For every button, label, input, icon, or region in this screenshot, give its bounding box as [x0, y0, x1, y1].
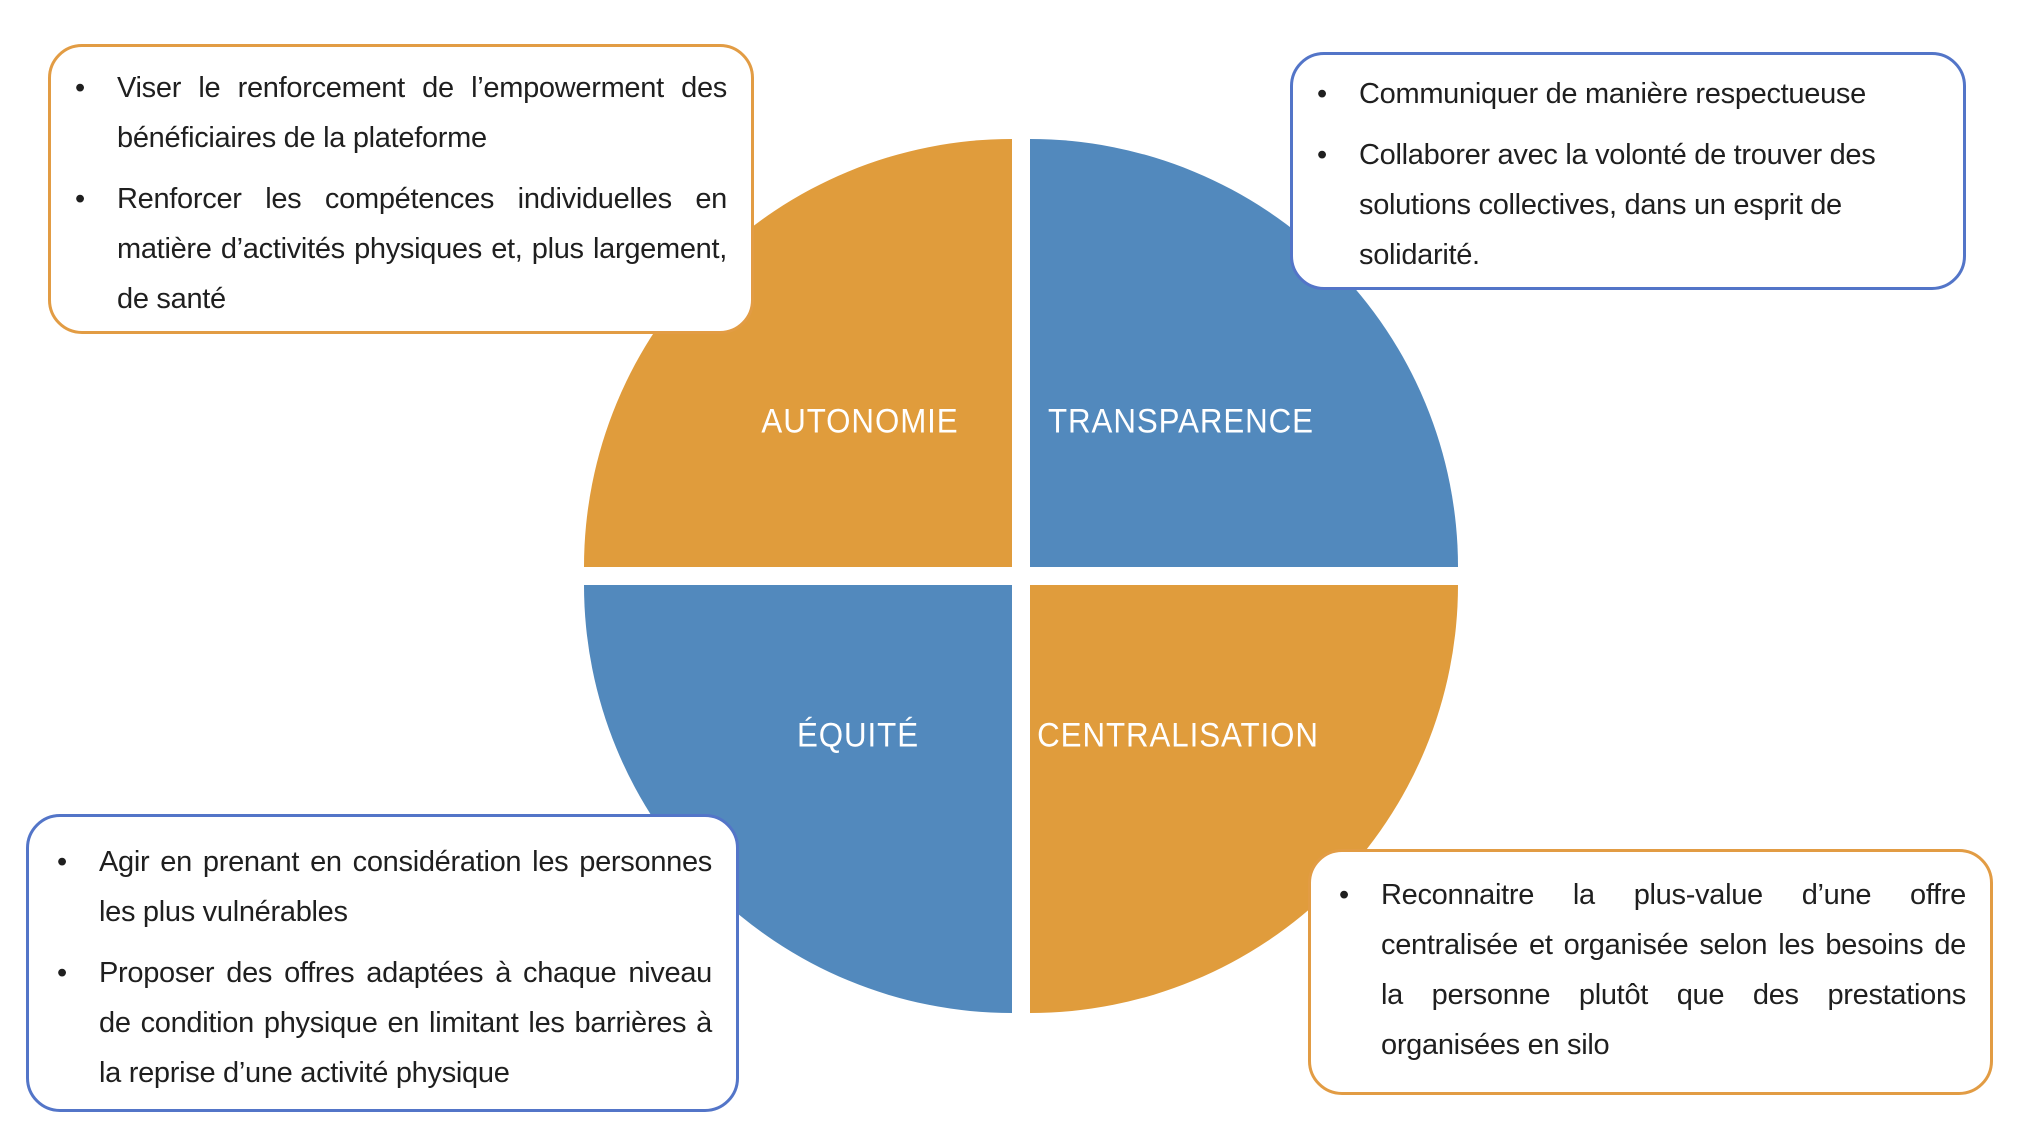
callout-equite: Agir en prenant en considération les per…	[26, 814, 739, 1112]
quadrant-label-transparence: TRANSPARENCE	[1048, 402, 1314, 441]
bullet-item: Reconnaitre la plus-value d’une offre ce…	[1339, 870, 1966, 1070]
bullet-list-autonomie: Viser le renforcement de l’empowerment d…	[51, 47, 751, 324]
bullet-item: Renforcer les compétences individuelles …	[75, 174, 727, 324]
quadrant-label-centralisation: CENTRALISATION	[1037, 716, 1319, 755]
bullet-item: Communiquer de manière respectueuse	[1317, 69, 1939, 119]
bullet-item: Proposer des offres adaptées à chaque ni…	[57, 948, 712, 1098]
bullet-item: Collaborer avec la volonté de trouver de…	[1317, 130, 1939, 280]
quadrant-label-equite: ÉQUITÉ	[797, 716, 919, 755]
bullet-list-equite: Agir en prenant en considération les per…	[29, 817, 736, 1098]
callout-centralisation: Reconnaitre la plus-value d’une offre ce…	[1308, 849, 1993, 1095]
bullet-list-centralisation: Reconnaitre la plus-value d’une offre ce…	[1311, 852, 1990, 1070]
bullet-item: Viser le renforcement de l’empowerment d…	[75, 63, 727, 163]
callout-autonomie: Viser le renforcement de l’empowerment d…	[48, 44, 754, 334]
quadrant-label-autonomie: AUTONOMIE	[761, 402, 959, 441]
bullet-item: Agir en prenant en considération les per…	[57, 837, 712, 937]
callout-transparence: Communiquer de manière respectueuse Coll…	[1290, 52, 1966, 290]
bullet-list-transparence: Communiquer de manière respectueuse Coll…	[1293, 55, 1963, 280]
